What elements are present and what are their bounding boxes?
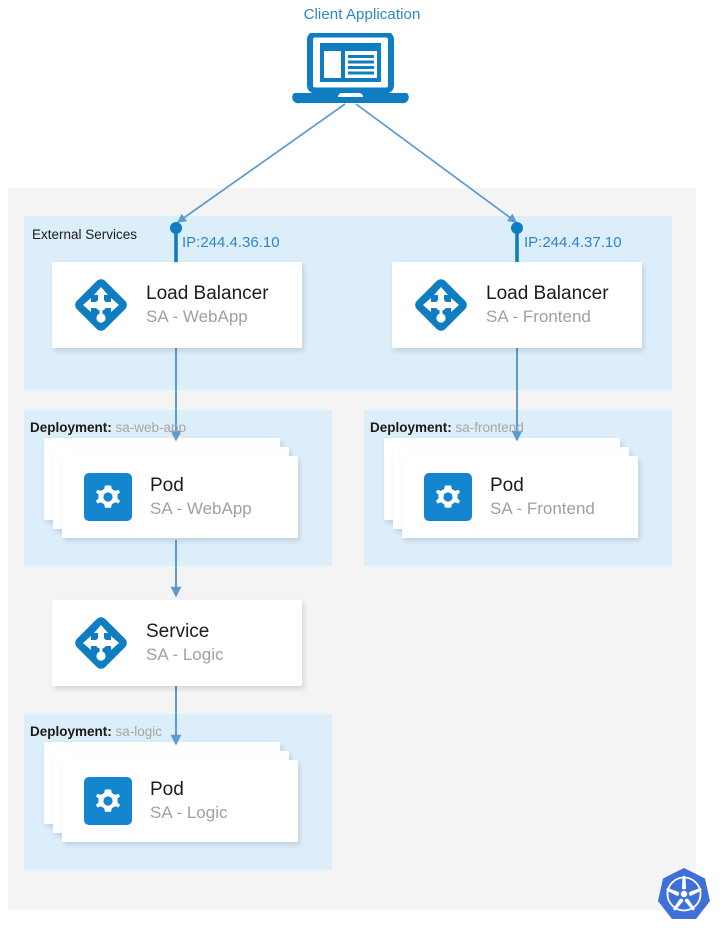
card-text: Service SA - Logic xyxy=(146,621,224,665)
card-text: Load Balancer SA - Frontend xyxy=(486,283,609,327)
card-subtitle: SA - WebApp xyxy=(150,499,252,519)
card-title: Service xyxy=(146,620,210,642)
card-pod-frontend[interactable]: Pod SA - Frontend xyxy=(402,456,638,538)
load-balancer-icon xyxy=(74,278,128,332)
load-balancer-icon xyxy=(414,278,468,332)
ip-label-frontend: IP:244.4.37.10 xyxy=(524,234,622,251)
zone-label-deployment-sa-frontend: Deployment: sa-frontend xyxy=(370,420,524,435)
laptop-icon xyxy=(288,31,413,105)
deployment-name: sa-logic xyxy=(115,724,163,739)
zone-label-external-services: External Services xyxy=(32,227,138,242)
card-text: Pod SA - Logic xyxy=(150,779,228,823)
pod-gear-icon xyxy=(424,473,472,521)
zone-label-deployment-sa-logic: Deployment: sa-logic xyxy=(30,724,162,739)
pod-gear-icon xyxy=(84,473,132,521)
kubernetes-logo xyxy=(656,866,712,922)
card-pod-webapp[interactable]: Pod SA - WebApp xyxy=(62,456,298,538)
client-application-title: Client Application xyxy=(303,6,421,23)
card-text: Pod SA - WebApp xyxy=(150,475,252,519)
card-pod-logic[interactable]: Pod SA - Logic xyxy=(62,760,298,842)
card-service-logic[interactable]: Service SA - Logic xyxy=(52,600,302,686)
card-title: Pod xyxy=(150,474,184,496)
deployment-prefix: Deployment: xyxy=(30,420,112,435)
card-subtitle: SA - Logic xyxy=(146,645,224,665)
deployment-name: sa-web-app xyxy=(115,420,187,435)
card-text: Load Balancer SA - WebApp xyxy=(146,283,269,327)
card-load-balancer-frontend[interactable]: Load Balancer SA - Frontend xyxy=(392,262,642,348)
card-subtitle: SA - WebApp xyxy=(146,307,248,327)
ip-label-webapp: IP:244.4.36.10 xyxy=(182,234,280,251)
card-title: Pod xyxy=(490,474,524,496)
load-balancer-icon xyxy=(74,616,128,670)
deployment-name: sa-frontend xyxy=(455,420,524,435)
card-subtitle: SA - Logic xyxy=(150,803,228,823)
card-load-balancer-webapp[interactable]: Load Balancer SA - WebApp xyxy=(52,262,302,348)
card-text: Pod SA - Frontend xyxy=(490,475,595,519)
deployment-prefix: Deployment: xyxy=(370,420,452,435)
card-subtitle: SA - Frontend xyxy=(490,499,595,519)
deployment-prefix: Deployment: xyxy=(30,724,112,739)
card-title: Load Balancer xyxy=(486,282,609,304)
pod-gear-icon xyxy=(84,777,132,825)
card-title: Pod xyxy=(150,778,184,800)
card-subtitle: SA - Frontend xyxy=(486,307,591,327)
zone-label-deployment-sa-web-app: Deployment: sa-web-app xyxy=(30,420,186,435)
card-title: Load Balancer xyxy=(146,282,269,304)
